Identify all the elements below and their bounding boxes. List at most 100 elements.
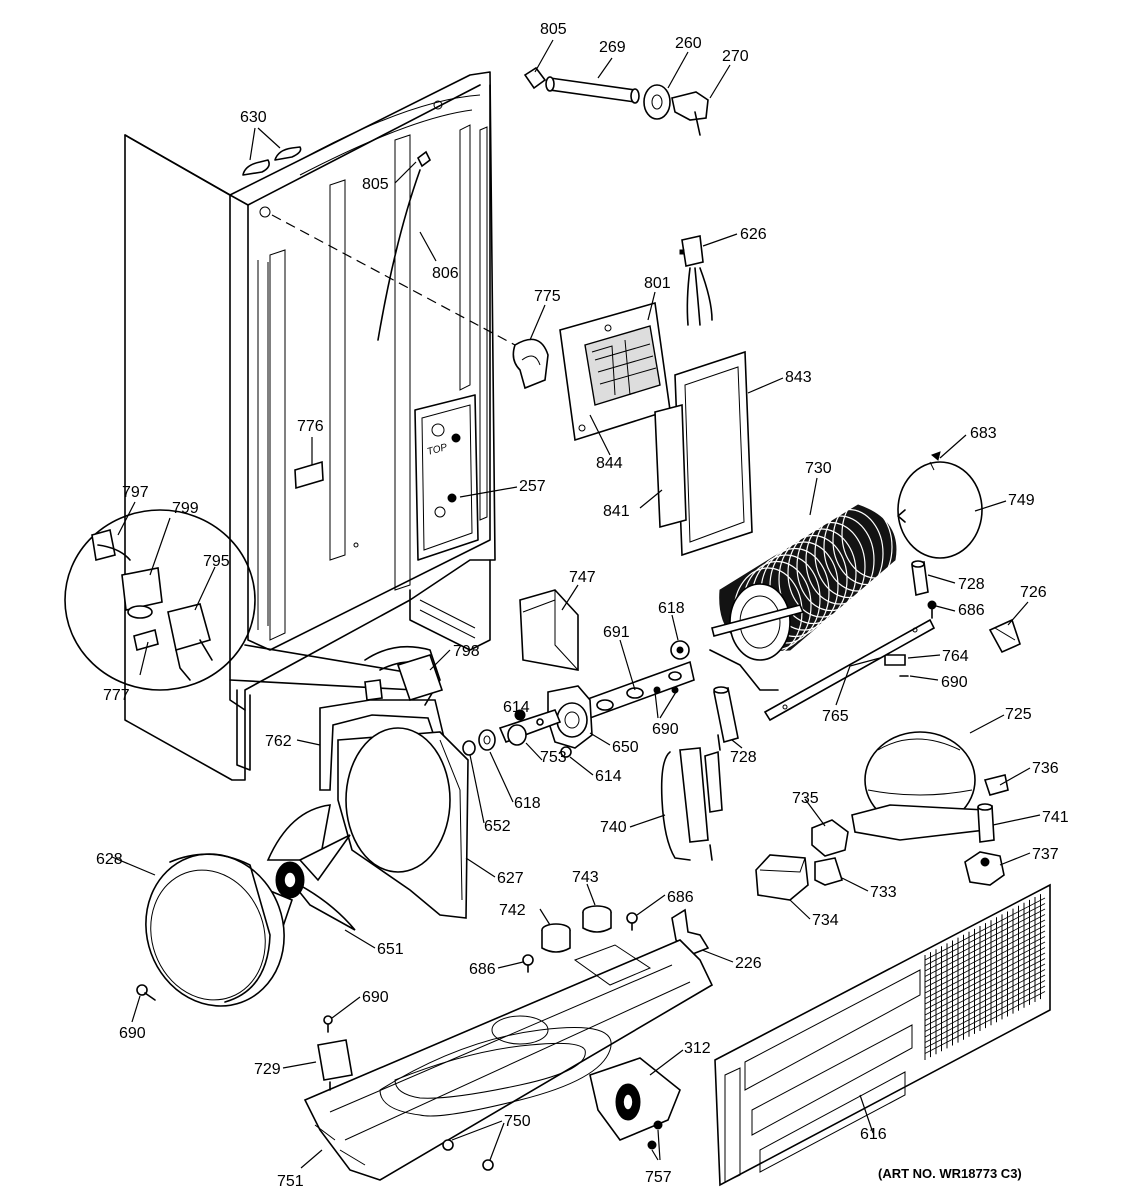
callout-730: 730 bbox=[805, 460, 832, 477]
callout-686: 686 bbox=[958, 602, 985, 619]
callout-690-left: 690 bbox=[119, 1025, 146, 1042]
callout-776: 776 bbox=[297, 418, 324, 435]
callout-labels: 805 269 260 270 630 805 626 806 801 775 … bbox=[96, 21, 1069, 1190]
leader-lines bbox=[111, 39, 1041, 1169]
callout-735: 735 bbox=[792, 790, 819, 807]
grille-line bbox=[924, 908, 1046, 972]
screw-690-left bbox=[136, 984, 156, 1001]
callout-627: 627 bbox=[497, 870, 524, 887]
callout-743: 743 bbox=[572, 869, 599, 886]
grille-line bbox=[924, 897, 1046, 961]
grille-line bbox=[924, 903, 1046, 966]
art-number: (ART NO. WR18773 C3) bbox=[878, 1166, 1022, 1181]
tube-728 bbox=[713, 686, 739, 744]
fan-motor-650 bbox=[547, 685, 593, 749]
callout-630: 630 bbox=[240, 109, 267, 126]
bracket-775 bbox=[512, 338, 549, 390]
refrigerator-cabinet: TOP bbox=[124, 71, 516, 781]
grille-line bbox=[924, 936, 1046, 999]
callout-806: 806 bbox=[432, 265, 459, 282]
water-valve-inset bbox=[64, 509, 444, 706]
grille-line bbox=[924, 925, 1046, 988]
callout-737: 737 bbox=[1032, 846, 1059, 863]
callout-741: 741 bbox=[1042, 809, 1069, 826]
coil-ring bbox=[778, 534, 848, 625]
callout-775: 775 bbox=[534, 288, 561, 305]
callout-618-mid: 618 bbox=[514, 795, 541, 812]
callout-269: 269 bbox=[599, 39, 626, 56]
callout-616: 616 bbox=[860, 1126, 887, 1143]
callout-626: 626 bbox=[740, 226, 767, 243]
condenser-coil bbox=[709, 489, 911, 691]
fan-shroud bbox=[319, 699, 469, 919]
grille-line bbox=[924, 969, 1046, 1032]
callout-728-mid: 728 bbox=[730, 749, 757, 766]
callout-729: 729 bbox=[254, 1061, 281, 1078]
coil-ring bbox=[805, 515, 875, 605]
bracket-691 bbox=[584, 640, 695, 720]
grille-line bbox=[924, 980, 1046, 1043]
grille-line bbox=[924, 941, 1046, 1005]
tube-assembly bbox=[523, 66, 709, 136]
coil-ring bbox=[814, 508, 884, 599]
callout-764: 764 bbox=[942, 648, 969, 665]
callout-805: 805 bbox=[540, 21, 567, 38]
callout-762: 762 bbox=[265, 733, 292, 750]
electrical-parts bbox=[755, 803, 1005, 901]
drier-740 bbox=[660, 734, 723, 861]
grille-line bbox=[924, 914, 1046, 977]
callout-725: 725 bbox=[1005, 706, 1032, 723]
grille-line bbox=[924, 985, 1046, 1049]
callout-690-low: 690 bbox=[362, 989, 389, 1006]
callout-753: 753 bbox=[540, 749, 567, 766]
compressor-725 bbox=[851, 731, 1009, 841]
callout-749: 749 bbox=[1008, 492, 1035, 509]
callout-683: 683 bbox=[970, 425, 997, 442]
access-cover-616 bbox=[714, 883, 1051, 1187]
grille-line bbox=[924, 958, 1046, 1021]
callout-260: 260 bbox=[675, 35, 702, 52]
callout-795: 795 bbox=[203, 553, 230, 570]
callout-747: 747 bbox=[569, 569, 596, 586]
top-marking: TOP bbox=[426, 442, 449, 458]
callout-733: 733 bbox=[870, 884, 897, 901]
callout-652: 652 bbox=[484, 818, 511, 835]
cover-749 bbox=[897, 451, 983, 559]
callout-736: 736 bbox=[1032, 760, 1059, 777]
roller-312 bbox=[589, 1057, 681, 1141]
callout-843: 843 bbox=[785, 369, 812, 386]
callout-690-mid: 690 bbox=[652, 721, 679, 738]
grille-line bbox=[924, 974, 1046, 1038]
callout-801: 801 bbox=[644, 275, 671, 292]
callout-614: 614 bbox=[503, 699, 530, 716]
fan-ring-628 bbox=[145, 853, 285, 1007]
callout-765: 765 bbox=[822, 708, 849, 725]
callout-757: 757 bbox=[645, 1169, 672, 1186]
callout-312: 312 bbox=[684, 1040, 711, 1057]
screws-bottom bbox=[442, 1120, 663, 1171]
plug-626 bbox=[679, 235, 713, 326]
callout-799: 799 bbox=[172, 500, 199, 517]
callout-728: 728 bbox=[958, 576, 985, 593]
pad-747 bbox=[519, 589, 579, 671]
callout-777: 777 bbox=[103, 687, 130, 704]
grille-line bbox=[924, 952, 1046, 1016]
callout-650: 650 bbox=[612, 739, 639, 756]
rail-765 bbox=[763, 618, 936, 722]
callout-841: 841 bbox=[603, 503, 630, 520]
coil-ring bbox=[823, 502, 893, 592]
callout-805-mid: 805 bbox=[362, 176, 389, 193]
grille-line bbox=[924, 991, 1046, 1054]
callout-614-mid: 614 bbox=[595, 768, 622, 785]
callout-740: 740 bbox=[600, 819, 627, 836]
callout-618: 618 bbox=[658, 600, 685, 617]
callout-270: 270 bbox=[722, 48, 749, 65]
callout-628: 628 bbox=[96, 851, 123, 868]
grille-line bbox=[924, 963, 1046, 1027]
callout-691: 691 bbox=[603, 624, 630, 641]
grille-line bbox=[924, 947, 1046, 1010]
base-pan-751 bbox=[303, 939, 714, 1181]
small-parts-right bbox=[884, 560, 1021, 677]
callout-651: 651 bbox=[377, 941, 404, 958]
